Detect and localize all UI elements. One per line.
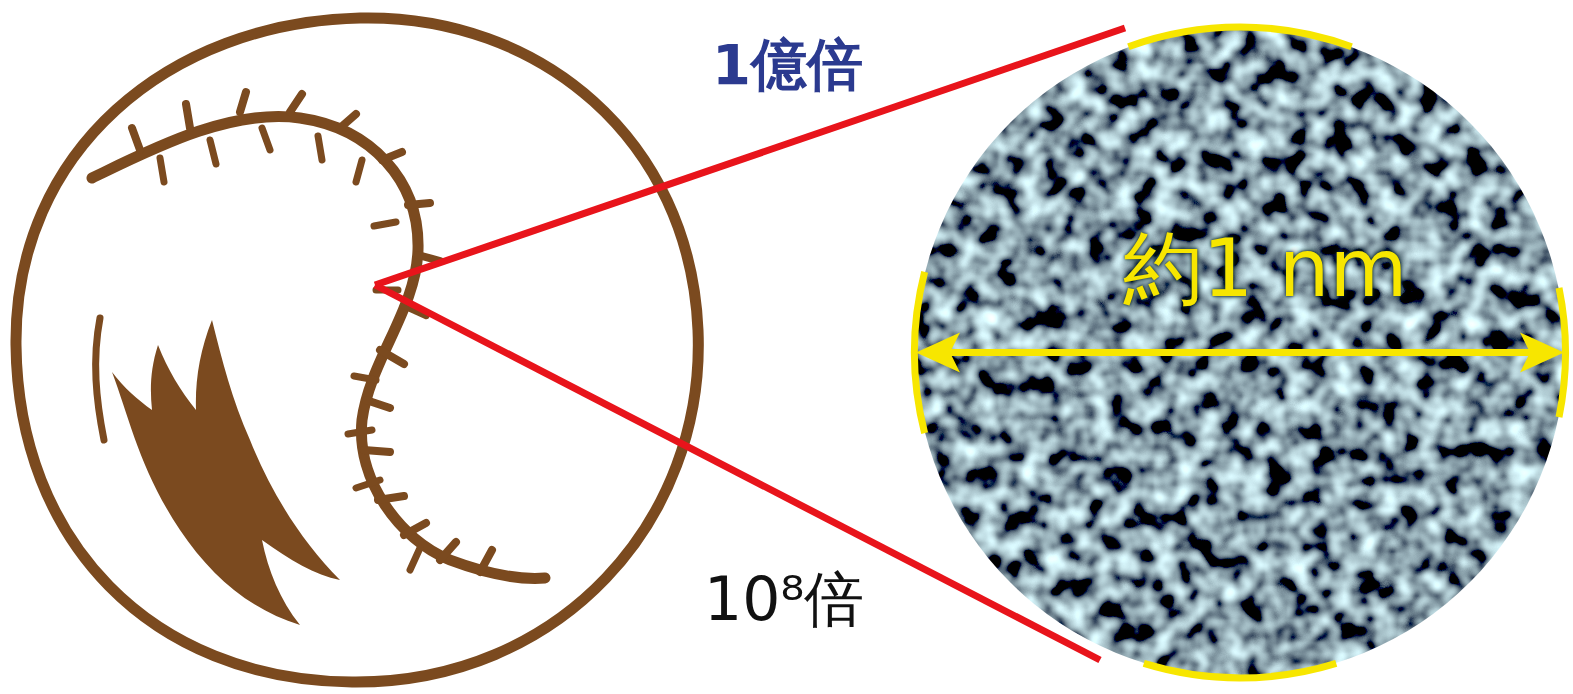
flame-shape — [112, 320, 340, 625]
arrowhead — [916, 333, 960, 373]
dimension-line — [940, 349, 1540, 356]
dimension-label: 約1 nm — [1123, 225, 1408, 313]
magnification-label: 1億倍 — [708, 34, 867, 96]
noise-texture — [910, 20, 1570, 685]
arrowhead — [1520, 333, 1564, 373]
micrograph-image — [910, 20, 1570, 685]
rim-arc — [1143, 660, 1337, 681]
sketch — [16, 18, 698, 682]
magnification-label: 10⁸倍 — [700, 566, 868, 632]
rim-arc — [1127, 23, 1353, 50]
micrograph-circle: 約1 nm — [910, 20, 1570, 685]
